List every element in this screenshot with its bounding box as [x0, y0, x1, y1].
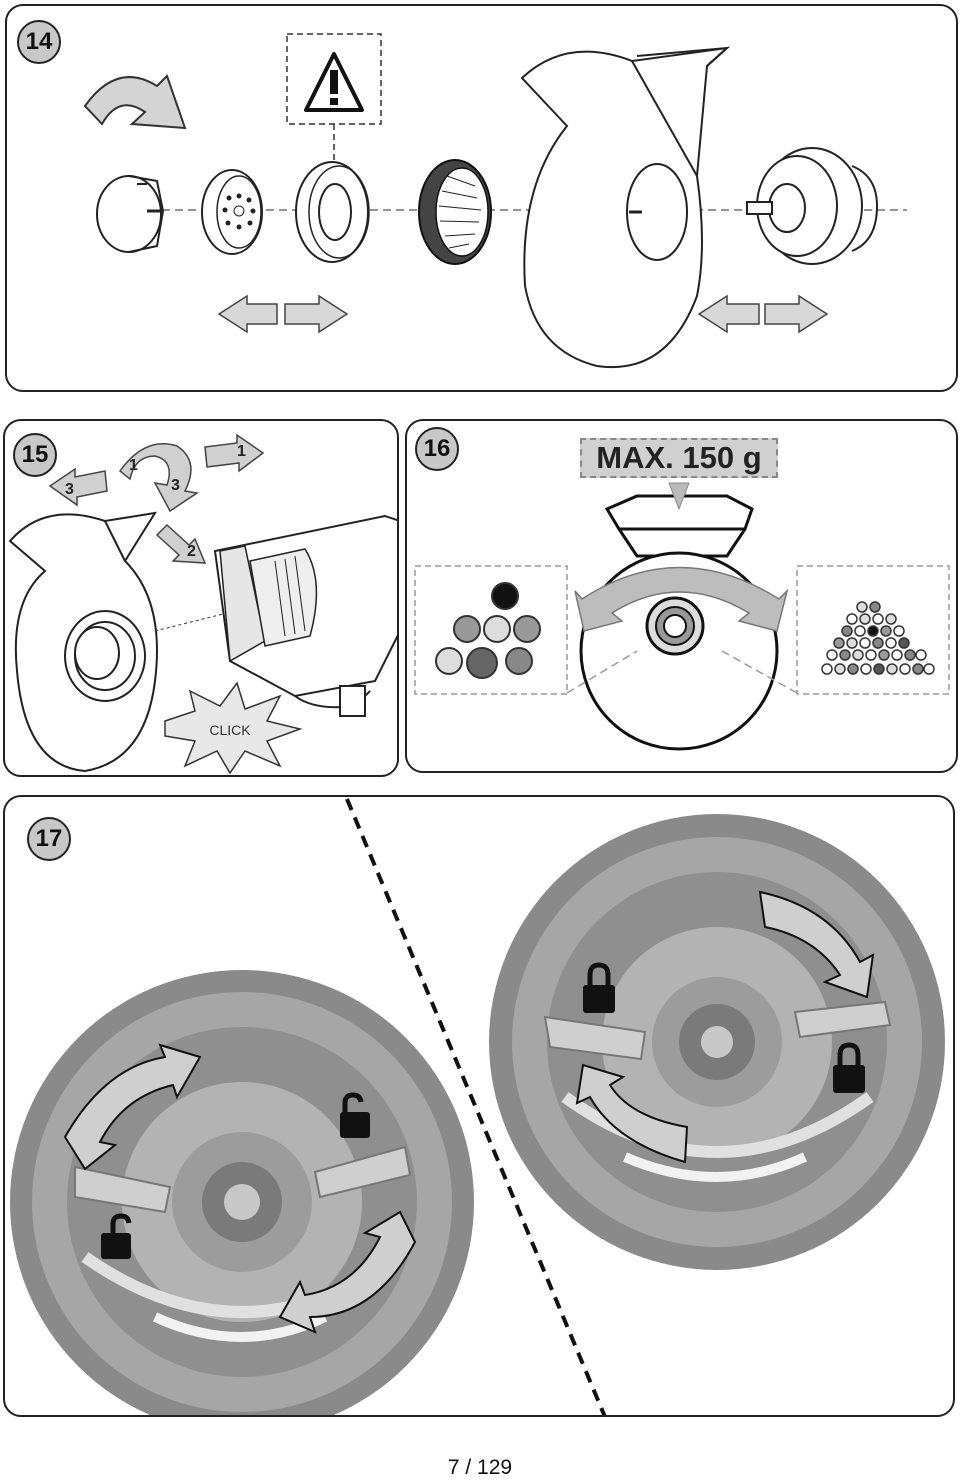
arrow-label: 3: [65, 481, 74, 498]
slide-right-arrow-icon: [284, 294, 349, 334]
funnel-attachment: [520, 46, 731, 369]
blade-ring: [418, 159, 492, 265]
disc-unlocked: [10, 970, 474, 1415]
slide-left-arrow-icon: [217, 294, 278, 334]
end-cap: [96, 175, 165, 253]
page-number: 7 / 129: [447, 1456, 513, 1479]
step-17-illustration: [10, 798, 945, 1415]
arrow-label: 2: [187, 543, 196, 560]
divider-line: [345, 798, 607, 1415]
arrow-3-left-icon: [48, 467, 108, 507]
rotate-both-ways-icon: [574, 566, 789, 632]
unlock-icon: [340, 1092, 370, 1138]
click-label: CLICK: [209, 722, 251, 738]
step-15-illustration: [8, 433, 397, 775]
lock-icon: [833, 1042, 865, 1093]
funnel-attachment: [8, 511, 158, 773]
arrow-1-right-icon: [204, 433, 265, 473]
step-16-illustration: [414, 482, 950, 751]
warning-triangle-icon: [304, 52, 364, 112]
center-hub: [645, 596, 705, 656]
arrow-label: 1: [129, 457, 138, 474]
arrow-label: 3: [171, 477, 180, 494]
motor-housing: [746, 147, 879, 265]
step-number-15: 15: [13, 433, 57, 477]
step-number-14: 14: [17, 20, 61, 64]
disc-locked: [489, 814, 945, 1270]
perforated-disc: [201, 169, 263, 255]
arrow-label: 1: [237, 443, 246, 460]
unlock-icon: [101, 1213, 132, 1259]
rotate-arrow-icon: [118, 443, 199, 513]
retaining-ring: [295, 161, 370, 263]
coarse-ingredients-icon: [435, 582, 541, 679]
slide-right-arrow-icon: [764, 294, 829, 334]
max-capacity-label: MAX. 150 g: [580, 438, 778, 478]
step-14-illustration: [83, 33, 907, 369]
food-processor-body: [213, 514, 397, 717]
rotate-arrow-icon: [83, 74, 187, 130]
step-17-panel: 17: [3, 795, 955, 1417]
click-burst-icon: [164, 681, 303, 775]
step-15-panel: 15 3 1 3 1 2 CLICK: [3, 419, 399, 777]
fine-ingredients-icon: [821, 601, 935, 675]
slide-left-arrow-icon: [697, 294, 760, 334]
arrow-2-icon: [155, 523, 207, 564]
funnel-top: [604, 494, 754, 558]
step-16-panel: 16: [405, 419, 958, 773]
step-number-17: 17: [27, 817, 71, 861]
lock-icon: [583, 962, 615, 1013]
step-number-16: 16: [415, 427, 459, 471]
step-14-panel: 14: [5, 4, 958, 392]
